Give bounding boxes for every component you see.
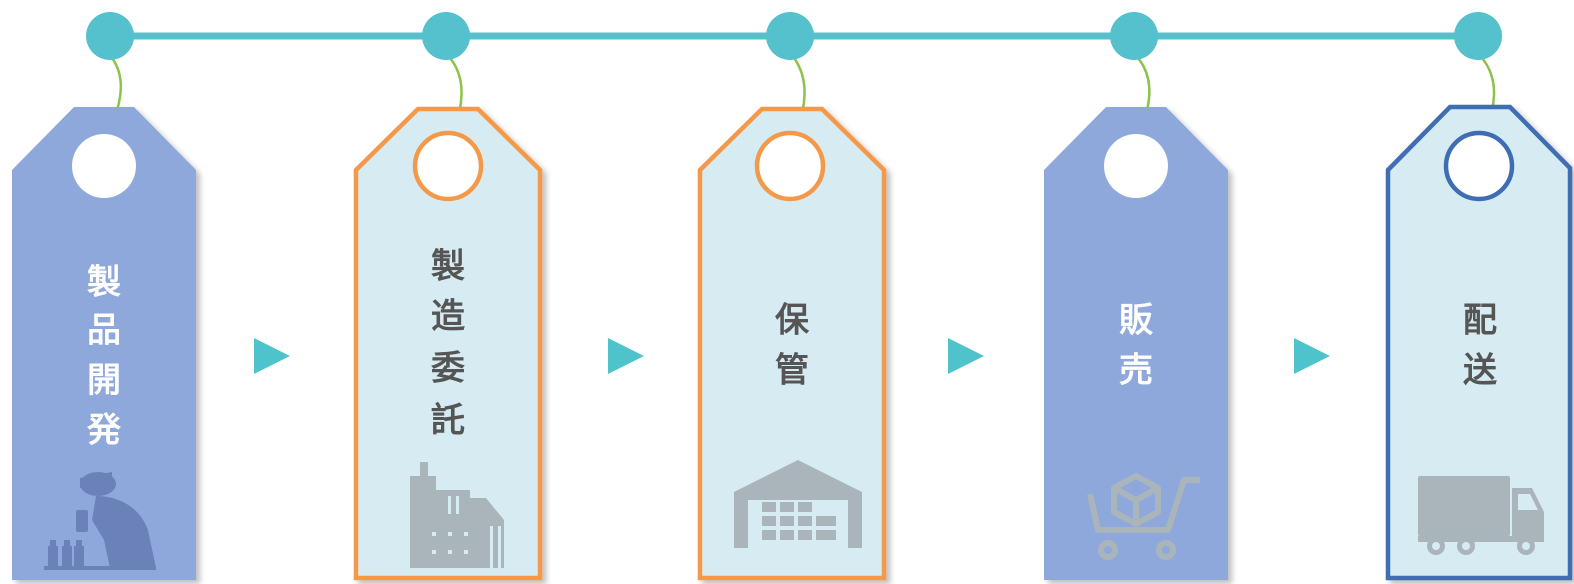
step-label-char: 販	[1119, 301, 1154, 341]
connector-dot	[86, 12, 134, 60]
factory-icon	[410, 462, 504, 568]
tag-product-development: 製 品 開 発	[12, 107, 196, 580]
flow-arrow-icon	[608, 338, 644, 374]
step-label-char: 託	[431, 401, 465, 441]
tag-sales: 販 売	[1044, 107, 1228, 580]
step-label-char: 配	[1463, 301, 1497, 341]
tag-delivery: 配 送	[1385, 104, 1573, 581]
connector-dot	[766, 12, 814, 60]
step-label-char: 発	[87, 411, 122, 451]
connector-dot	[1454, 12, 1502, 60]
step-label-char: 管	[775, 351, 809, 391]
step-label-char: 売	[1119, 351, 1153, 391]
flow-arrow-icon	[254, 338, 290, 374]
step-label-char: 造	[431, 297, 465, 337]
step-label-char: 委	[431, 349, 465, 389]
warehouse-icon	[734, 460, 862, 548]
flow-arrow-icon	[948, 338, 984, 374]
tag-hole	[412, 130, 484, 202]
step-label-char: 送	[1463, 351, 1497, 391]
truck-icon	[1418, 476, 1544, 555]
step-label-char: 保	[775, 301, 810, 341]
step-label-char: 品	[87, 311, 121, 351]
tag-hole	[754, 130, 826, 202]
shopping-cart-icon	[1087, 473, 1200, 560]
tag-hole	[1104, 134, 1168, 198]
connector-dot	[422, 12, 470, 60]
researcher-icon	[44, 472, 156, 570]
tag-hole	[1443, 130, 1515, 202]
step-label-char: 開	[87, 361, 121, 401]
step-label-char: 製	[431, 247, 465, 287]
tag-hole	[72, 134, 136, 198]
step-label-char: 製	[87, 263, 121, 303]
connector-dot	[1110, 12, 1158, 60]
tag-manufacturing-outsourcing: 製 造 委 託	[353, 106, 543, 581]
flow-arrow-icon	[1294, 338, 1330, 374]
tag-storage: 保 管	[697, 106, 887, 581]
